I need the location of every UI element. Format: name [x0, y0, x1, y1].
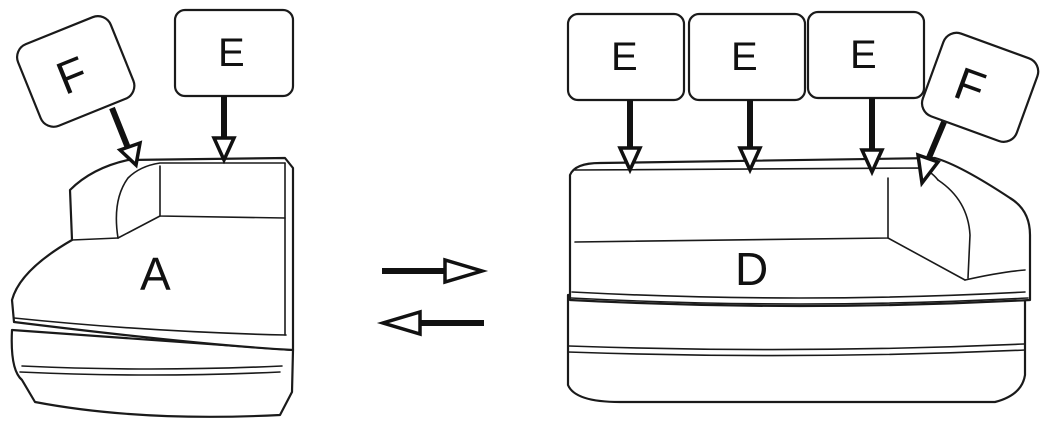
cushion-f-right: F: [920, 31, 1040, 143]
exchange-arrow-right: [382, 257, 489, 285]
arrow-f-to-d: [915, 120, 947, 188]
cushion-e-3-label: E: [850, 33, 877, 77]
cushion-e-3: E: [806, 10, 926, 100]
exchange-arrow-left: [376, 309, 484, 337]
cushion-e-1: E: [566, 12, 686, 102]
cushion-f-left: F: [16, 15, 136, 128]
module-d: D: [566, 156, 1032, 404]
module-a: A: [10, 156, 295, 418]
arrow-e3-to-d: [859, 98, 885, 177]
cushion-e-left: E: [173, 8, 295, 98]
cushion-e-2: E: [687, 12, 807, 102]
arrow-e1-to-d: [617, 100, 643, 175]
arrow-e-to-a: [211, 96, 237, 165]
arrow-e2-to-d: [737, 100, 763, 175]
cushion-e-2-label: E: [731, 35, 758, 79]
module-d-label: D: [735, 243, 768, 295]
module-a-label: A: [140, 248, 171, 300]
cushion-e-1-label: E: [611, 35, 638, 79]
cushion-e-left-label: E: [218, 31, 245, 75]
arrow-f-to-a: [109, 106, 143, 169]
